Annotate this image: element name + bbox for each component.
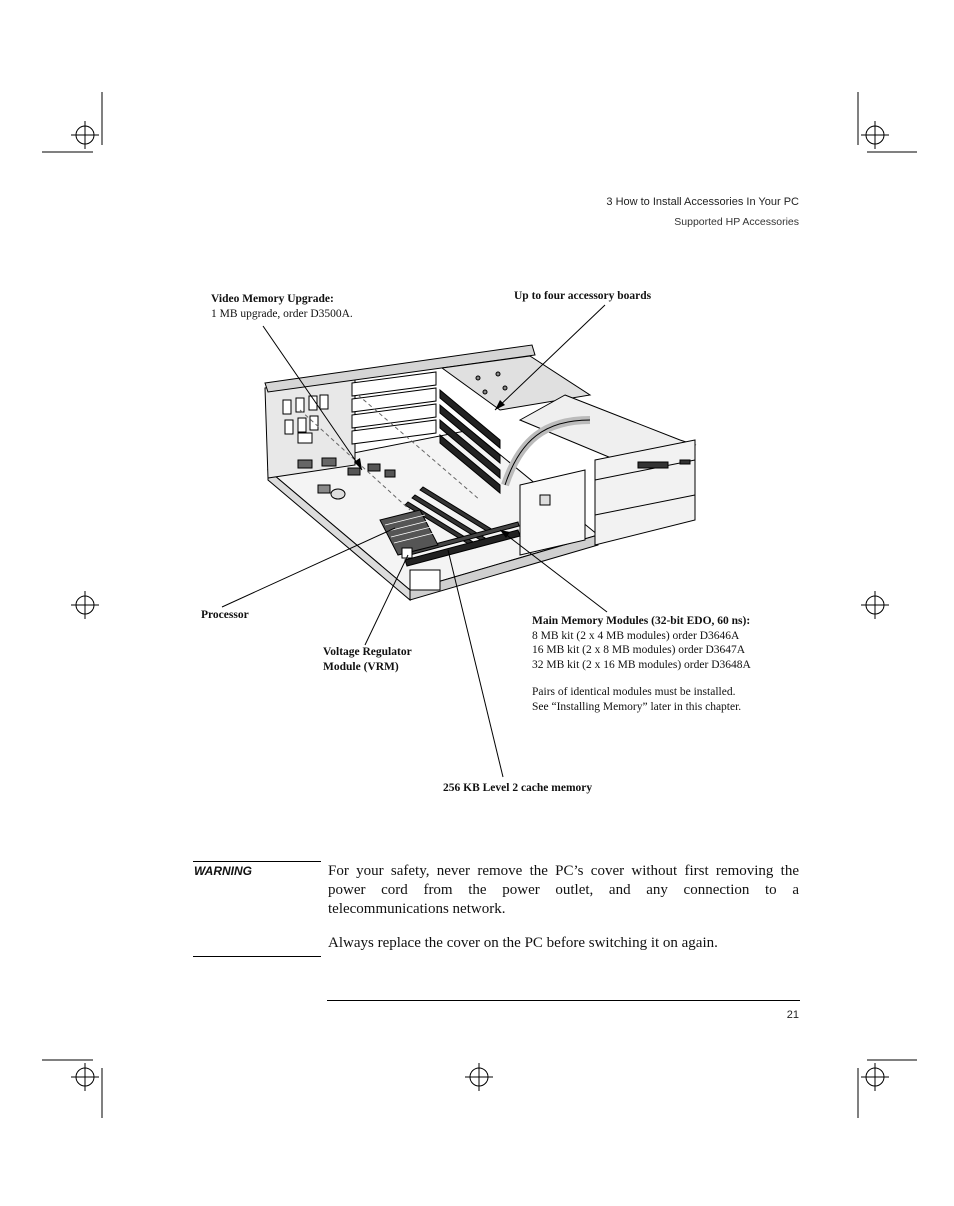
registration-mark-left [71,591,99,619]
warning-top-rule [193,861,321,862]
memory-kit-8mb: 8 MB kit (2 x 4 MB modules) order D3646A [532,629,740,642]
video-memory-title: Video Memory Upgrade: [211,293,334,305]
processor-callout: Processor [201,609,249,621]
vrm-line2: Module (VRM) [323,660,399,673]
running-header-chapter: 3 How to Install Accessories In Your PC [606,196,799,208]
cache-memory-callout: 256 KB Level 2 cache memory [443,782,593,794]
vrm-line1: Voltage Regulator [323,646,412,658]
crop-mark-bottom-right [857,1059,917,1118]
video-memory-detail: 1 MB upgrade, order D3500A. [211,307,353,320]
crop-mark-top-left [42,92,103,153]
warning-paragraph-2: Always replace the cover on the PC befor… [328,935,718,951]
crop-mark-bottom-left [42,1059,103,1118]
warning-paragraph-1: For your safety, never remove the PC’s c… [328,863,799,917]
footer-rule [327,1000,800,1001]
memory-note-see: See “Installing Memory” later in this ch… [532,700,742,713]
warning-bottom-rule [193,956,321,957]
pc-illustration [264,344,697,602]
memory-kit-32mb: 32 MB kit (2 x 16 MB modules) order D364… [532,658,751,671]
callout-lines [221,304,608,778]
vrm-callout: Voltage Regulator Module (VRM) [323,645,412,674]
warning-label: WARNING [194,864,252,878]
running-header-section: Supported HP Accessories [674,216,799,228]
callout-arrowheads [354,400,510,538]
registration-mark-right [861,591,889,619]
main-memory-callout: Main Memory Modules (32-bit EDO, 60 ns):… [532,614,751,714]
registration-mark-bottom [465,1063,493,1091]
page-number: 21 [786,1009,799,1021]
memory-note-pairs: Pairs of identical modules must be insta… [532,686,736,698]
video-memory-callout: Video Memory Upgrade: 1 MB upgrade, orde… [211,292,353,321]
crop-mark-top-right [857,92,917,153]
main-memory-title: Main Memory Modules (32-bit EDO, 60 ns): [532,615,751,627]
accessory-boards-callout: Up to four accessory boards [514,290,652,302]
memory-kit-16mb: 16 MB kit (2 x 8 MB modules) order D3647… [532,644,746,656]
